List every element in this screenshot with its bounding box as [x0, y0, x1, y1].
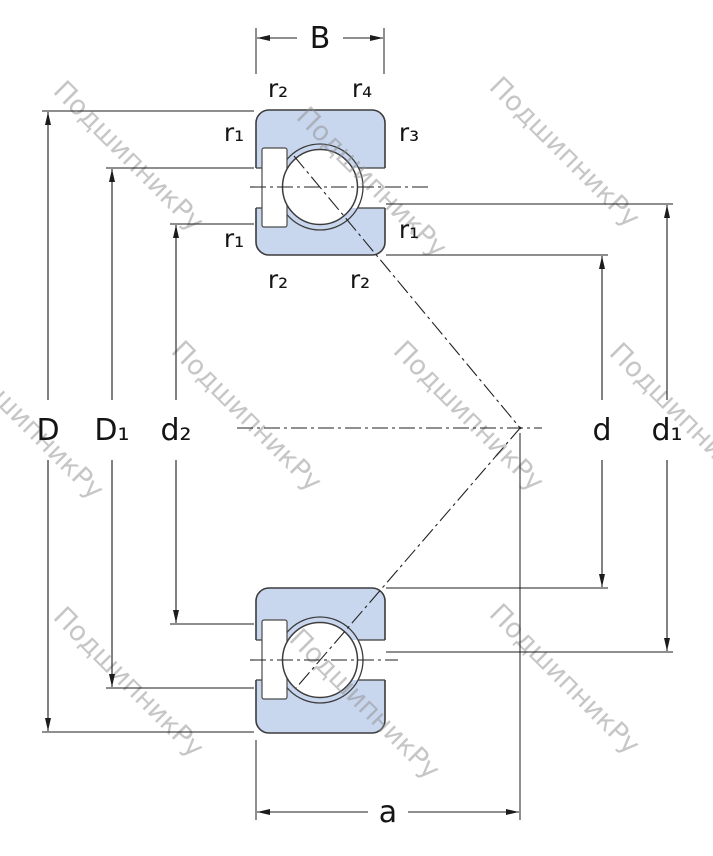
radius-label-r1-mid-left: r₁: [224, 224, 244, 253]
watermark-text: ПодшипникРу: [47, 601, 210, 764]
dim-label-d: d: [592, 413, 611, 448]
centerlines: [237, 155, 542, 689]
dim-label-D1: D₁: [94, 413, 129, 448]
radius-label-r2-bottom-left: r₂: [268, 265, 288, 294]
radius-label-r2-bottom-right: r₂: [350, 265, 370, 294]
watermark-text: ПодшипникРу: [387, 335, 550, 498]
watermark-text: ПодшипникРу: [483, 71, 646, 234]
dim-label-a: a: [379, 795, 397, 830]
watermark-text: ПодшипникРу: [47, 75, 210, 238]
watermark-text: ПодшипникРу: [483, 598, 646, 761]
radius-labels: r₂ r₄ r₁ r₃ r₁ r₁ r₂ r₂: [224, 74, 419, 294]
dimension-lines: [45, 35, 670, 815]
radius-label-r1-upper-left: r₁: [224, 118, 244, 147]
dim-label-B: B: [310, 21, 331, 56]
dim-arrows-B: [257, 35, 383, 41]
radius-label-r3-upper-right: r₃: [399, 118, 419, 147]
dim-label-D: D: [36, 413, 59, 448]
extension-lines: [42, 28, 673, 820]
dim-label-d1: d₁: [651, 413, 682, 448]
contact-line-upper: [293, 155, 522, 430]
contact-line-lower: [295, 426, 522, 689]
dim-label-d2: d₂: [160, 413, 191, 448]
dimension-labels: B D D₁ d₂ d d₁ a: [36, 21, 682, 830]
radius-label-r2-top-left: r₂: [268, 74, 288, 103]
radius-label-r4-top-right: r₄: [352, 74, 372, 103]
radius-label-r1-mid-right: r₁: [399, 215, 419, 244]
